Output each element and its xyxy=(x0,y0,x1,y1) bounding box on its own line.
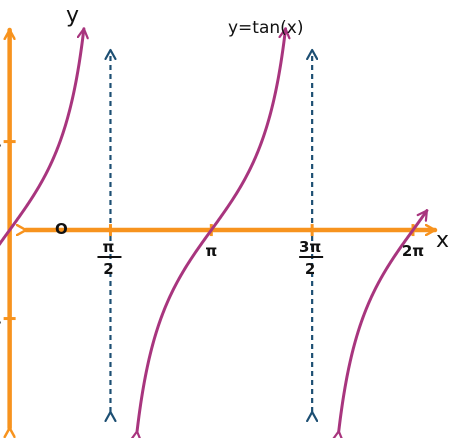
x-tick-label-top-2: 3π xyxy=(299,238,321,256)
y-axis-label: y xyxy=(66,3,79,28)
y-tick-label-0: 1 xyxy=(0,133,2,151)
chart-title: y=tan(x) xyxy=(228,18,304,38)
x-tick-label-1: π xyxy=(205,242,217,260)
tan-curve-branch-2 xyxy=(339,209,429,432)
x-tick-label-bottom-2: 2 xyxy=(305,260,315,278)
tan-curve-branch-0 xyxy=(0,27,84,279)
x-tick-label-top-0: π xyxy=(103,238,115,256)
origin-label: O xyxy=(55,220,68,238)
y-tick-label-1: -1 xyxy=(0,310,2,328)
x-tick-label-3: 2π xyxy=(402,242,424,260)
x-axis-label: x xyxy=(436,228,449,253)
x-tick-label-bottom-0: 2 xyxy=(103,260,113,278)
tan-curve-branch-1 xyxy=(137,27,286,432)
